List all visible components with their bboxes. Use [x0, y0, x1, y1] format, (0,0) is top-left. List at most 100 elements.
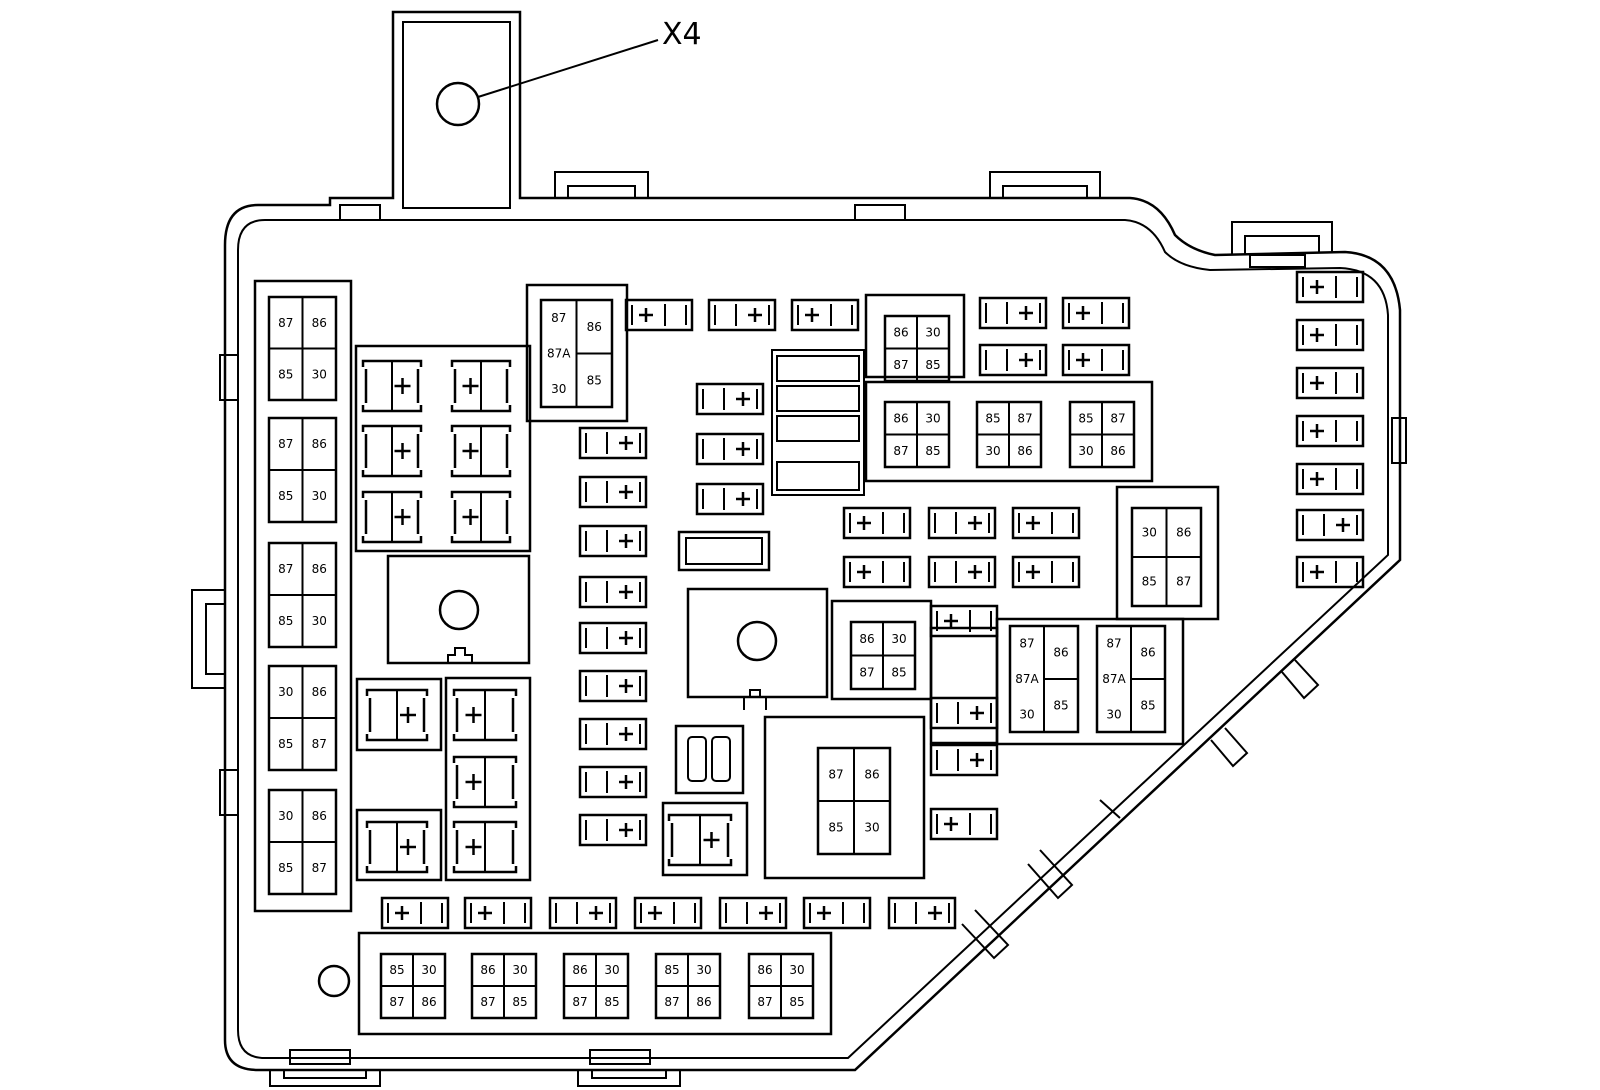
- mini-fuse: [1011, 506, 1081, 540]
- mini-fuse-body: [578, 524, 648, 558]
- mini-fuse: [695, 432, 765, 466]
- plus-icon: [394, 443, 411, 459]
- pin-label: 30: [925, 411, 940, 425]
- pin-label: 85: [278, 614, 293, 628]
- mini-fuse: [633, 896, 703, 930]
- plus-icon: [465, 839, 482, 855]
- bottom-tab-2: [589, 1049, 651, 1065]
- mini-fuse-contacts: [585, 433, 641, 453]
- maxi-fuse: [361, 490, 423, 544]
- maxi-single-housing-1: [355, 677, 443, 752]
- mini-fuse-contacts: [555, 903, 611, 923]
- bottom-tab-1: [289, 1049, 351, 1065]
- mini-fuse: [624, 298, 694, 332]
- pin-label: 87: [893, 358, 908, 372]
- mini-fuse: [978, 343, 1048, 377]
- mini-fuse-contacts: [894, 903, 950, 923]
- mini-fuse-body: [929, 604, 999, 638]
- pin-label: 85: [278, 737, 293, 751]
- plus-icon: [970, 753, 984, 767]
- mini-fuse: [887, 896, 957, 930]
- diag-clip-4: [1027, 849, 1074, 900]
- pin-label: 30: [696, 963, 711, 977]
- plus-icon: [1026, 516, 1040, 530]
- pin-label: 30: [925, 325, 940, 339]
- fuse-pack-1: [776, 355, 860, 382]
- mini-fuse-contacts: [1068, 350, 1124, 370]
- mini-fuse-contacts: [585, 772, 641, 792]
- mini-fuse-body: [380, 896, 450, 930]
- plus-icon: [970, 706, 984, 720]
- mini-fuse-body: [578, 765, 648, 799]
- fuse-pack-2: [776, 385, 860, 412]
- pin-label: 87: [1110, 411, 1125, 425]
- mini-fuse-body: [1011, 506, 1081, 540]
- mini-fuse-contacts: [1302, 469, 1358, 489]
- pin-label: 30: [512, 963, 527, 977]
- mini-fuse-body: [1295, 508, 1365, 542]
- mini-fuse-contacts: [1302, 373, 1358, 393]
- plus-icon: [394, 378, 411, 394]
- mini-fuse-body: [978, 343, 1048, 377]
- region-center-stud: [686, 587, 829, 699]
- callout-leader: [477, 39, 659, 98]
- pin-label: 87: [893, 444, 908, 458]
- pin-label: 87: [1106, 637, 1121, 651]
- mini-fuse: [929, 743, 999, 777]
- mini-fuse: [578, 575, 648, 609]
- mini-fuse-body: [707, 298, 777, 332]
- mini-fuse: [1295, 318, 1365, 352]
- mini-fuse: [1295, 366, 1365, 400]
- mini-fuse: [927, 555, 997, 589]
- plus-icon: [400, 839, 416, 855]
- mini-fuse-body: [1295, 366, 1365, 400]
- pin-label: 30: [421, 963, 436, 977]
- mini-fuses: [380, 270, 1365, 930]
- mini-fuse: [927, 506, 997, 540]
- bottom-clip-2: [577, 1070, 681, 1087]
- pin-label: 30: [312, 489, 327, 503]
- region-relay-5pin-top: [525, 283, 629, 423]
- fuse-pack-4: [776, 461, 860, 491]
- mount-hole: [317, 964, 351, 998]
- region-maxi-upper: [354, 344, 532, 553]
- plus-icon: [465, 707, 482, 723]
- pin-label: 86: [893, 325, 908, 339]
- plus-icon: [944, 817, 958, 831]
- mini-fuse-contacts: [985, 303, 1041, 323]
- mini-fuse-body: [695, 432, 765, 466]
- plus-icon: [1310, 472, 1324, 486]
- plus-icon: [619, 775, 633, 789]
- pin-label: 30: [278, 809, 293, 823]
- pin-label: 30: [864, 821, 879, 835]
- mini-fuse: [1011, 555, 1081, 589]
- bracket-inner: [402, 21, 511, 209]
- pin-label: 87: [1017, 411, 1032, 425]
- plus-icon: [462, 509, 479, 525]
- maxi-fuse: [450, 359, 512, 413]
- mini-fuse-contacts: [585, 628, 641, 648]
- pin-label: 85: [278, 489, 293, 503]
- pin-label: 86: [1017, 444, 1032, 458]
- right-tab: [1391, 417, 1407, 464]
- pin-label: 30: [604, 963, 619, 977]
- pin-label: 30: [985, 444, 1000, 458]
- pin-label: 87: [278, 316, 293, 330]
- mini-fuse-body: [695, 482, 765, 516]
- pin-label: 30: [312, 614, 327, 628]
- plus-icon: [1310, 280, 1324, 294]
- mini-fuse-body: [927, 506, 997, 540]
- top-tab-3: [1249, 254, 1306, 268]
- maxi-fuse: [365, 820, 429, 874]
- plus-icon: [968, 565, 982, 579]
- diode-left: [687, 736, 707, 782]
- mini-fuse-body: [578, 621, 648, 655]
- mini-fuse: [929, 807, 999, 841]
- mini-fuse-contacts: [725, 903, 781, 923]
- plus-icon: [619, 727, 633, 741]
- mini-fuse: [1295, 508, 1365, 542]
- mini-fuse-body: [1295, 555, 1365, 589]
